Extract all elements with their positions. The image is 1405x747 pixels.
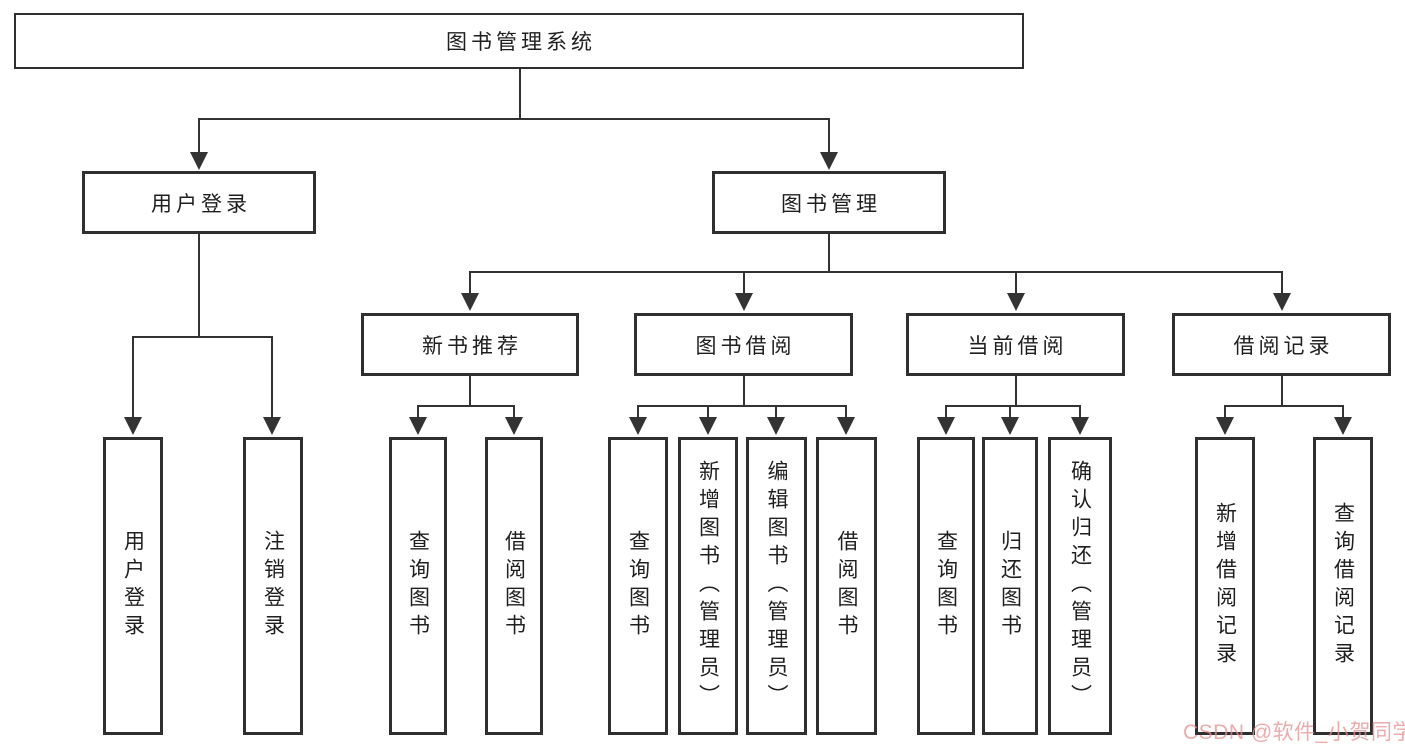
leaf-borrow-books-label: 借阅图书	[835, 530, 858, 642]
node-new-book-recommend-label: 新书推荐	[422, 334, 522, 358]
leaf-current-query-books-label: 查询图书	[934, 530, 958, 642]
leaf-return-books: 归还图书	[982, 437, 1038, 735]
leaf-edit-books-admin-label: 编辑图书（管理员）	[765, 460, 788, 712]
leaf-borrow-query-books: 查询图书	[608, 437, 668, 735]
connector-borrow-records-split	[1216, 376, 1352, 435]
node-borrow-records-label: 借阅记录	[1233, 334, 1334, 358]
leaf-logout: 注销登录	[243, 437, 303, 735]
connector-user-login-split	[124, 233, 281, 435]
node-borrow-records: 借阅记录	[1172, 313, 1391, 376]
node-root-label: 图书管理系统	[446, 31, 596, 54]
node-book-borrow-label: 图书借阅	[695, 334, 796, 358]
node-book-borrow: 图书借阅	[634, 313, 853, 376]
leaf-edit-books-admin: 编辑图书（管理员）	[746, 437, 807, 735]
leaf-borrow-query-books-label: 查询图书	[626, 530, 650, 642]
leaf-recommend-borrow-books-label: 借阅图书	[502, 530, 526, 642]
node-new-book-recommend: 新书推荐	[361, 313, 579, 376]
connector-book-management-split	[461, 233, 1291, 311]
csdn-watermark: CSDN @软件_小贺同学	[1183, 721, 1405, 744]
leaf-recommend-borrow-books: 借阅图书	[485, 437, 543, 735]
connector-current-borrow-split	[937, 376, 1089, 435]
leaf-query-borrow-record: 查询借阅记录	[1313, 437, 1373, 735]
leaf-confirm-return-admin: 确认归还（管理员）	[1048, 437, 1112, 735]
connector-root-split	[190, 69, 838, 170]
node-book-management-label: 图书管理	[781, 192, 881, 216]
leaf-add-borrow-record-label: 新增借阅记录	[1213, 502, 1237, 670]
node-current-borrow-label: 当前借阅	[967, 334, 1068, 358]
leaf-confirm-return-admin-label: 确认归还（管理员）	[1068, 460, 1092, 712]
leaf-user-login: 用户登录	[103, 437, 163, 735]
leaf-recommend-query-books: 查询图书	[389, 437, 447, 735]
leaf-current-query-books: 查询图书	[917, 437, 975, 735]
leaf-return-books-label: 归还图书	[998, 530, 1022, 642]
node-user-login-label: 用户登录	[151, 192, 251, 216]
leaf-add-books-admin: 新增图书（管理员）	[678, 437, 738, 735]
connector-new-book-recommend-split	[409, 376, 523, 435]
leaf-add-borrow-record: 新增借阅记录	[1195, 437, 1255, 735]
connector-book-borrow-split	[629, 376, 855, 435]
leaf-query-borrow-record-label: 查询借阅记录	[1331, 502, 1355, 670]
leaf-recommend-query-books-label: 查询图书	[406, 530, 430, 642]
node-book-management: 图书管理	[712, 171, 946, 234]
leaf-borrow-books: 借阅图书	[816, 437, 877, 735]
leaf-user-login-label: 用户登录	[121, 530, 145, 642]
node-user-login: 用户登录	[82, 171, 316, 234]
leaf-logout-label: 注销登录	[261, 530, 285, 642]
node-root: 图书管理系统	[14, 13, 1024, 69]
node-current-borrow: 当前借阅	[906, 313, 1125, 376]
leaf-add-books-admin-label: 新增图书（管理员）	[696, 460, 720, 712]
